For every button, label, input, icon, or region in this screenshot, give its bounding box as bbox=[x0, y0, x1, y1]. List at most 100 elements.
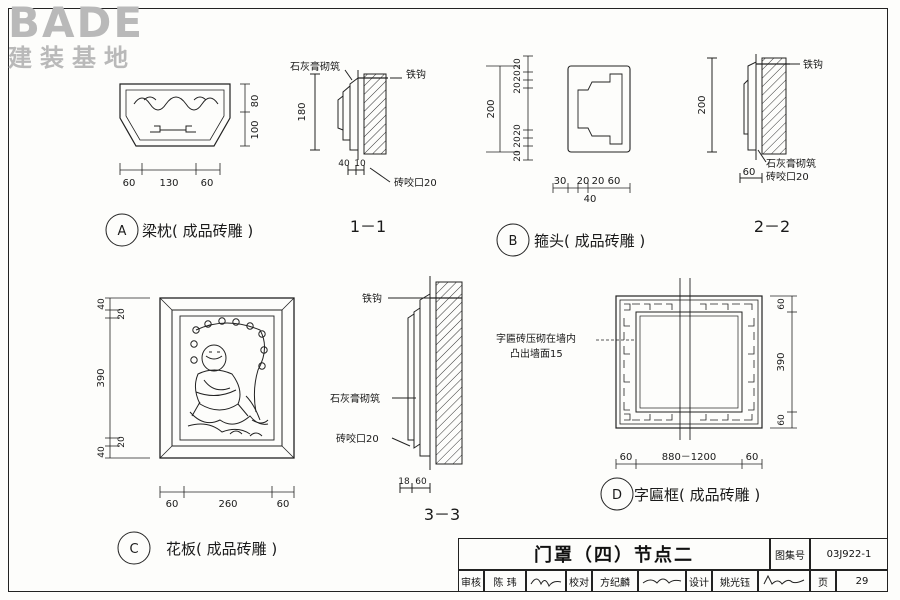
logo: BADE 建装基地 bbox=[8, 0, 145, 73]
section-3-3-dim-b: 60 bbox=[415, 477, 427, 487]
section-2-2-dim-height: 200 bbox=[697, 95, 708, 114]
review-label: 审核 bbox=[458, 570, 484, 592]
section-2-2-drawing bbox=[707, 54, 800, 183]
detail-a-dim-left: 60 bbox=[123, 178, 136, 189]
detail-c-dim-mid: 260 bbox=[218, 499, 237, 510]
detail-d-dim-v2: 390 bbox=[776, 352, 787, 371]
detail-d-dim-left: 60 bbox=[620, 452, 633, 463]
detail-c-circle bbox=[117, 531, 151, 565]
atlas-label: 图集号 bbox=[770, 538, 810, 570]
detail-a-dim-mid: 130 bbox=[159, 178, 178, 189]
section-2-2-lime-label: 石灰膏砌筑 bbox=[766, 157, 816, 170]
detail-b-dim-v6: 20 bbox=[513, 150, 523, 162]
section-2-2-brick-label: 砖咬口20 bbox=[766, 170, 809, 183]
detail-c-dim-right: 60 bbox=[277, 499, 290, 510]
detail-b-dimensions bbox=[486, 55, 631, 193]
detail-d-dim-mid: 880－1200 bbox=[662, 452, 717, 463]
detail-c-dim-v4: 20 bbox=[117, 436, 127, 448]
detail-b-dim-v3: 20 bbox=[513, 82, 523, 94]
detail-b-dim-v1: 20 bbox=[513, 58, 523, 70]
designer-signature-mark bbox=[763, 574, 805, 585]
logo-chinese: 建装基地 bbox=[8, 44, 136, 72]
checker-signature-mark bbox=[642, 578, 682, 584]
detail-b-dim-h4: 60 bbox=[608, 176, 621, 187]
section-1-1-lime-label: 石灰膏砌筑 bbox=[290, 60, 340, 73]
section-1-1-title: 1－1 bbox=[350, 217, 386, 236]
section-1-1-drawing bbox=[310, 69, 402, 183]
section-2-2-hook-label: 铁钩 bbox=[803, 58, 823, 71]
detail-b-dim-height: 200 bbox=[486, 99, 497, 118]
designer-name: 姚光钰 bbox=[712, 570, 758, 592]
section-3-3-title: 3－3 bbox=[424, 505, 460, 524]
section-3-3-lime-label: 石灰膏砌筑 bbox=[330, 392, 380, 405]
section-3-3-drawing bbox=[388, 276, 463, 493]
checker-name: 方纪麟 bbox=[592, 570, 638, 592]
detail-b-elevation bbox=[567, 65, 631, 153]
section-1-1-dim-height: 180 bbox=[297, 102, 308, 121]
detail-d-elevation bbox=[596, 278, 763, 440]
section-2-2-title: 2－2 bbox=[754, 217, 790, 236]
logo-word: BADE bbox=[8, 0, 145, 47]
check-label: 校对 bbox=[566, 570, 592, 592]
detail-c-carved-figure bbox=[187, 317, 269, 437]
detail-a-circle bbox=[105, 213, 139, 247]
detail-d-note-2: 凸出墙面15 bbox=[510, 347, 563, 360]
atlas-number: 03J922-1 bbox=[810, 538, 888, 570]
detail-d-title: 字匾框( 成品砖雕 ) bbox=[634, 486, 760, 504]
reviewer-signature-mark bbox=[530, 578, 562, 588]
detail-c-dim-v2: 20 bbox=[117, 308, 127, 320]
detail-b-dim-total: 40 bbox=[584, 194, 597, 205]
detail-b-dim-h1: 30 bbox=[554, 176, 567, 187]
detail-d-letter: D bbox=[612, 488, 622, 503]
detail-b-title: 箍头( 成品砖雕 ) bbox=[534, 232, 645, 250]
detail-d-dim-right: 60 bbox=[746, 452, 759, 463]
section-3-3-brick-label: 砖咬口20 bbox=[336, 432, 379, 445]
detail-d-note-1: 字匾砖压砌在墙内 bbox=[496, 332, 576, 345]
detail-a-elevation bbox=[119, 83, 231, 147]
detail-c-dim-v5: 40 bbox=[97, 446, 107, 458]
detail-c-elevation bbox=[159, 297, 295, 459]
section-2-2-dim-a: 60 bbox=[743, 167, 756, 178]
detail-b-dim-h3: 20 bbox=[592, 176, 605, 187]
section-3-3-dim-a: 18 bbox=[398, 477, 410, 487]
page-label: 页 bbox=[810, 570, 836, 592]
detail-b-dim-h2: 20 bbox=[577, 176, 590, 187]
detail-c-dimensions bbox=[105, 297, 295, 498]
detail-d-dim-v1: 60 bbox=[777, 298, 787, 310]
detail-c-dim-left: 60 bbox=[166, 499, 179, 510]
detail-d-dim-v3: 60 bbox=[777, 414, 787, 426]
section-3-3-hook-label: 铁钩 bbox=[362, 292, 382, 305]
detail-c-letter: C bbox=[129, 542, 138, 557]
detail-a-letter: A bbox=[118, 224, 127, 239]
section-1-1-hook-label: 铁钩 bbox=[406, 68, 426, 81]
detail-d-circle bbox=[600, 477, 634, 511]
section-1-1-dim-a: 40 bbox=[338, 159, 350, 169]
detail-c-title: 花板( 成品砖雕 ) bbox=[166, 540, 277, 558]
section-1-1-dim-b: 10 bbox=[354, 159, 366, 169]
title-block: 门罩（四）节点二 图集号 03J922-1 审核 陈 玮 校对 方纪麟 设计 姚… bbox=[458, 538, 888, 592]
detail-c-dim-v1: 40 bbox=[97, 298, 107, 310]
detail-b-circle bbox=[496, 223, 530, 257]
detail-b-dim-v4: 20 bbox=[513, 124, 523, 136]
reviewer-signature bbox=[526, 570, 566, 592]
checker-signature bbox=[638, 570, 686, 592]
detail-a-title: 梁枕( 成品砖雕 ) bbox=[142, 222, 253, 240]
detail-a-dim-top: 80 bbox=[250, 95, 261, 108]
sheet-title: 门罩（四）节点二 bbox=[458, 538, 770, 570]
detail-a-dimensions bbox=[119, 83, 250, 175]
detail-a-dim-bottom: 100 bbox=[250, 120, 261, 139]
detail-a-dim-right: 60 bbox=[201, 178, 214, 189]
detail-c-dim-v3: 390 bbox=[96, 368, 107, 387]
reviewer-name: 陈 玮 bbox=[484, 570, 526, 592]
section-1-1-brick-label: 砖咬口20 bbox=[394, 176, 437, 189]
detail-b-letter: B bbox=[509, 234, 518, 249]
detail-b-dim-v2: 20 bbox=[513, 70, 523, 82]
designer-signature bbox=[758, 570, 810, 592]
detail-b-dim-v5: 20 bbox=[513, 136, 523, 148]
sheet-border bbox=[8, 8, 888, 592]
page-number: 29 bbox=[836, 570, 888, 592]
design-label: 设计 bbox=[686, 570, 712, 592]
detail-d-dimensions bbox=[615, 295, 797, 469]
